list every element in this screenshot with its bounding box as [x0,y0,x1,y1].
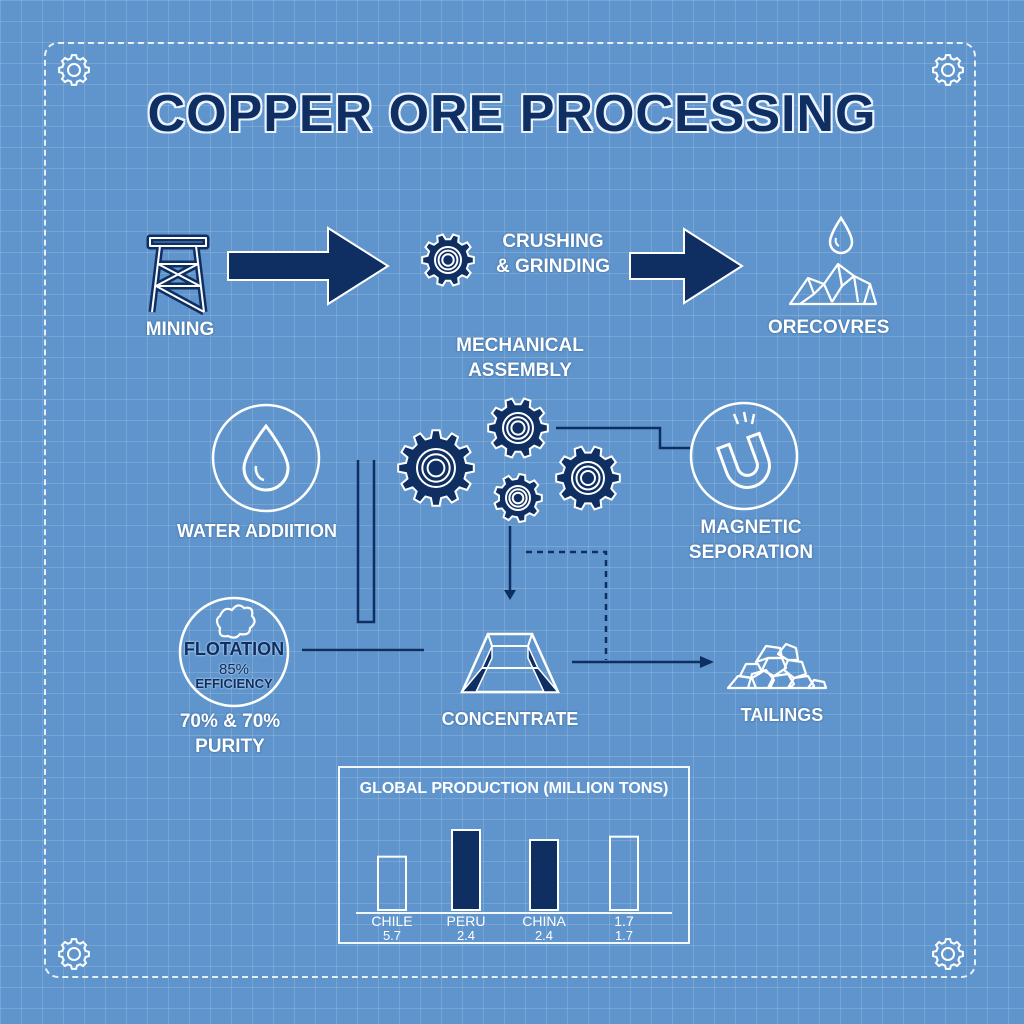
connector-line [556,426,690,450]
gear-icon [930,936,966,972]
flotation-title: FLOTATION [183,639,285,659]
chart-value-label: 5.7 [382,928,402,943]
crushing-label: CRUSHING [502,231,604,252]
flotation-efficiency: EFFICIENCY [195,676,273,691]
dashed-connector [526,550,608,660]
ingot-icon [458,628,562,698]
magnetic-label: MAGNETIC [700,517,802,538]
page-title: COPPER ORE PROCESSING [147,85,877,143]
separation-label: SEPORATION [688,541,814,563]
gear-icon [410,222,486,298]
chart-category-label: CHILE [371,913,413,929]
crushing-grinding-label: CRUSHING & GRINDING [478,230,628,279]
arrow-down-icon [504,590,516,600]
purity-label: 70% & 70% PURITY [160,710,300,759]
gear-cluster-icon [384,388,644,538]
mining-tower-icon [146,234,210,316]
chart-category-label: CHINA [522,913,566,929]
chart-category-label: 1.7 [614,913,634,929]
mining-label: MINING [145,319,215,340]
ore-recovery-label: ORECOVRES [768,317,890,338]
magnetic-separation-label: MAGNETIC SEPORATION [676,516,826,565]
concentrate-label: CONCENTRATE [441,709,579,729]
arrow-right-icon [700,656,714,668]
chart-category-label: PERU [446,913,486,929]
chart-title: GLOBAL PRODUCTION (MILLION TONS) [359,780,669,797]
chart-value-label: 2.4 [456,928,476,943]
grinding-label: & GRINDING [496,255,610,277]
flotation-percent: 85% [218,661,250,678]
water-addition-label: WATER ADDIITION [177,521,337,541]
connector-line [356,460,376,624]
magnet-icon [688,400,800,512]
flotation-icon [176,594,292,710]
chart-bar [451,829,481,911]
ore-pile-icon [784,214,880,310]
chart-bar [609,835,639,911]
chart-divider [356,912,672,914]
chart-value-label: 2.4 [534,928,554,943]
gear-icon [930,52,966,88]
mechanical-assembly-label: MECHANICAL ASSEMBLY [440,334,600,383]
tailings-pile-icon [722,634,830,692]
chart-plot [377,829,639,911]
gear-icon [56,52,92,88]
chart-bar [377,855,407,911]
arrow-right-icon [227,226,390,306]
purity-text: PURITY [195,735,265,757]
arrow-right-icon [629,227,744,305]
water-drop-icon [210,402,322,514]
assembly-label: ASSEMBLY [468,359,572,381]
dashed-frame [44,42,976,978]
gear-icon [56,936,92,972]
purity-values: 70% & 70% [179,711,281,732]
chart-bar [529,839,559,911]
tailings-label: TAILINGS [740,705,824,725]
chart-value-label: 1.7 [614,928,634,943]
mechanical-label: MECHANICAL [456,335,584,356]
